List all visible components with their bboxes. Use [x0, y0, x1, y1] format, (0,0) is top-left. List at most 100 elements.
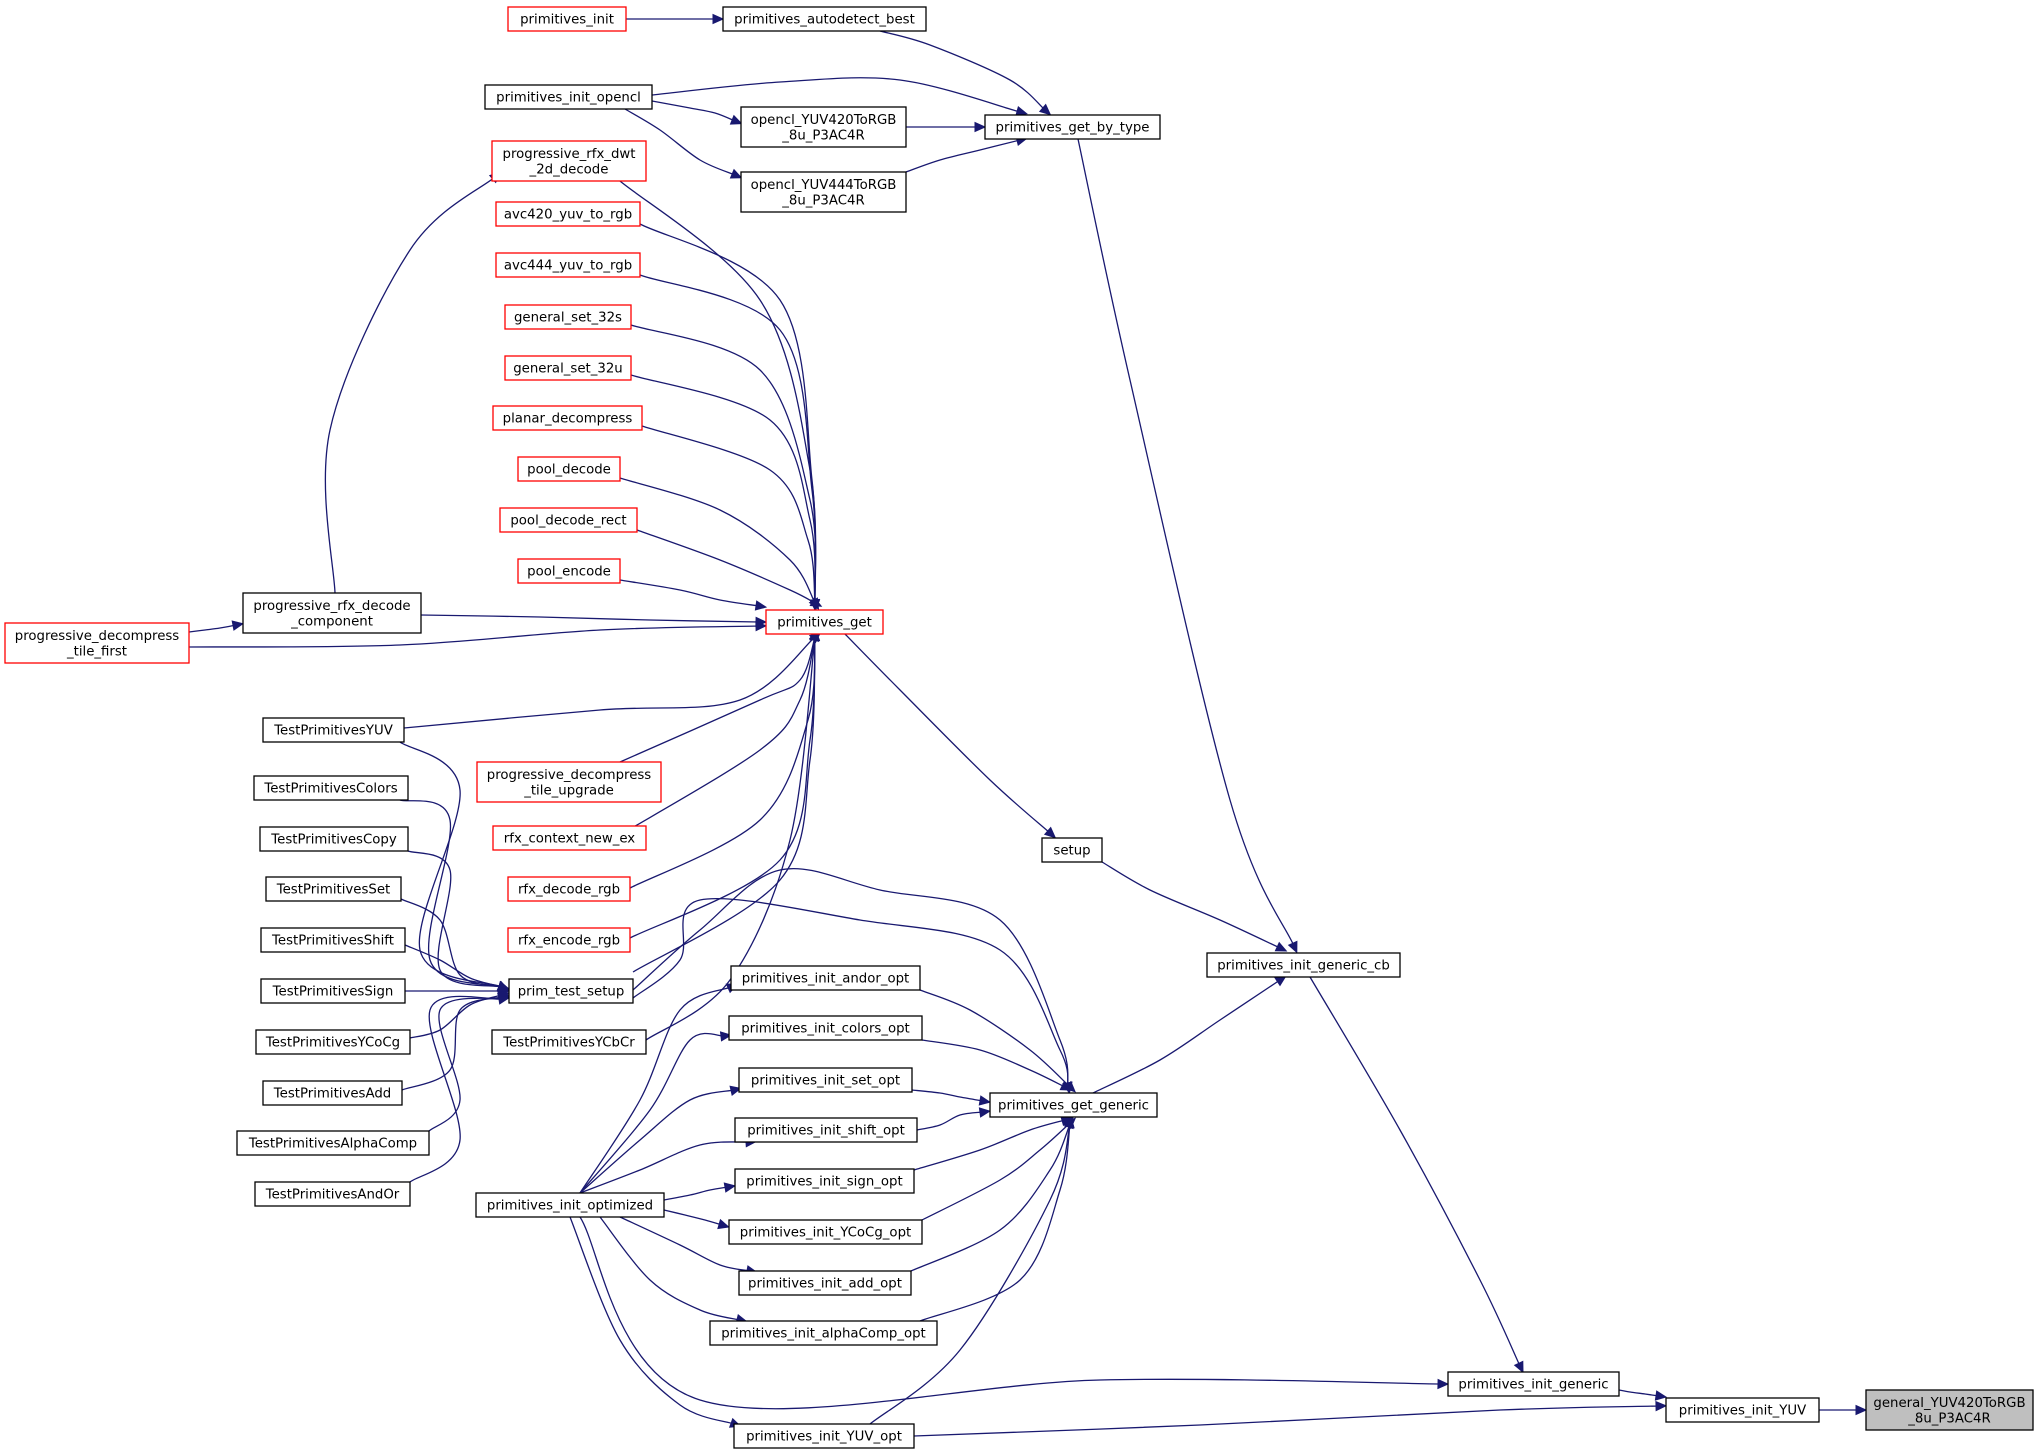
edge-rfx_context_new_ex-to-primitives_get	[619, 629, 820, 836]
node-primitives-init-opencl[interactable]: primitives_init_opencl	[484, 84, 653, 110]
edge-setup-to-primitives_init_generic_cb	[1101, 861, 1288, 952]
node-label: rfx_context_new_ex	[504, 832, 636, 847]
node-testprimitivesshift[interactable]: TestPrimitivesShift	[260, 927, 406, 953]
node-progressive-rfx-dwt-2d-decode[interactable]: progressive_rfx_dwt_2d_decode	[491, 140, 647, 182]
node-setup[interactable]: setup	[1041, 837, 1103, 863]
edge-line	[879, 30, 1046, 111]
edge-TestPrimitivesShift-to-prim_test_setup	[404, 944, 510, 992]
edge-progressive_decompress_tile_first-to-primitives_get	[188, 620, 768, 648]
node-primitives-get[interactable]: primitives_get	[765, 609, 884, 635]
edge-arrowhead	[723, 1182, 737, 1193]
edge-line	[651, 77, 1021, 113]
node-testprimitivesyuv[interactable]: TestPrimitivesYUV	[262, 717, 405, 743]
node-primitives-init-yuv[interactable]: primitives_init_YUV	[1665, 1397, 1820, 1423]
node-pool-decode-rect[interactable]: pool_decode_rect	[499, 507, 638, 533]
node-box	[484, 84, 653, 110]
edge-progressive_decompress_tile_first-to-progressive_rfx_decode_component	[188, 620, 245, 633]
node-progressive-decompress-tile-upgrade[interactable]: progressive_decompress_tile_upgrade	[476, 761, 662, 803]
node-box	[491, 1029, 647, 1055]
node-primitives-init-generic-cb[interactable]: primitives_init_generic_cb	[1206, 952, 1401, 978]
node-label: TestPrimitivesAdd	[273, 1087, 391, 1102]
edge-primitives_init_optimized-to-primitives_init_sign_opt	[663, 1182, 737, 1201]
node-box	[236, 1130, 430, 1156]
node-testprimitivescolors[interactable]: TestPrimitivesColors	[253, 775, 409, 801]
edge-line	[1309, 976, 1521, 1367]
edge-arrowhead	[1062, 1081, 1073, 1094]
node-testprimitivesycbcr[interactable]: TestPrimitivesYCbCr	[491, 1029, 647, 1055]
node-opencl-yuv420torgb-8u-p3ac4r[interactable]: opencl_YUV420ToRGB_8u_P3AC4R	[740, 106, 907, 148]
edge-line	[639, 223, 817, 604]
node-primitives-init-yuv-opt[interactable]: primitives_init_YUV_opt	[733, 1423, 915, 1449]
edge-line	[630, 374, 816, 604]
node-box	[1865, 1389, 2034, 1431]
node-testprimitivesandor[interactable]: TestPrimitivesAndOr	[254, 1181, 411, 1207]
edge-line	[921, 1122, 1071, 1221]
node-primitives-init-andor-opt[interactable]: primitives_init_andor_opt	[730, 965, 921, 991]
edge-line	[651, 100, 736, 122]
node-primitives-get-generic[interactable]: primitives_get_generic	[989, 1092, 1158, 1118]
node-primitives-init-sign-opt[interactable]: primitives_init_sign_opt	[734, 1168, 915, 1194]
node-general-set-32s[interactable]: general_set_32s	[504, 304, 632, 330]
node-testprimitivesset[interactable]: TestPrimitivesSet	[265, 876, 402, 902]
node-primitives-init-generic[interactable]: primitives_init_generic	[1447, 1371, 1620, 1397]
node-label: primitives_init	[520, 13, 614, 28]
node-testprimitivesadd[interactable]: TestPrimitivesAdd	[262, 1080, 403, 1106]
node-pool-encode[interactable]: pool_encode	[517, 558, 621, 584]
node-label: TestPrimitivesAlphaComp	[248, 1137, 417, 1152]
node-primitives-init-add-opt[interactable]: primitives_init_add_opt	[738, 1270, 912, 1296]
node-primitives-init-set-opt[interactable]: primitives_init_set_opt	[738, 1067, 913, 1093]
node-opencl-yuv444torgb-8u-p3ac4r[interactable]: opencl_YUV444ToRGB_8u_P3AC4R	[740, 171, 907, 213]
node-label: primitives_autodetect_best	[734, 13, 915, 28]
node-testprimitivesalphacomp[interactable]: TestPrimitivesAlphaComp	[236, 1130, 430, 1156]
node-box	[507, 927, 631, 953]
edge-arrowhead	[1513, 1360, 1524, 1374]
node-testprimitivescopy[interactable]: TestPrimitivesCopy	[259, 826, 409, 852]
node-box	[1206, 952, 1401, 978]
node-label: TestPrimitivesYCoCg	[265, 1036, 400, 1051]
node-progressive-decompress-tile-first[interactable]: progressive_decompress_tile_first	[4, 622, 190, 664]
edge-primitives_init_colors_opt-to-primitives_get_generic	[921, 1039, 1073, 1091]
edge-primitives_init_YUV-to-general_YUV420ToRGB_8u_P3AC4R	[1819, 1404, 1868, 1416]
node-box	[733, 1423, 915, 1449]
edge-arrowhead	[729, 168, 743, 179]
node-primitives-init-shift-opt[interactable]: primitives_init_shift_opt	[734, 1117, 918, 1143]
edge-arrowhead	[978, 1107, 992, 1118]
node-label: TestPrimitivesSet	[276, 883, 391, 898]
node-avc420-yuv-to-rgb[interactable]: avc420_yuv_to_rgb	[495, 201, 641, 227]
node-rfx-context-new-ex[interactable]: rfx_context_new_ex	[492, 825, 647, 851]
edge-TestPrimitivesColors-to-prim_test_setup	[399, 799, 510, 991]
node-label: planar_decompress	[503, 412, 633, 427]
edge-line	[403, 636, 816, 729]
node-label: TestPrimitivesColors	[263, 782, 397, 797]
node-label: pool_encode	[527, 565, 611, 580]
edge-primitives_init_YUV_opt-to-primitives_get_generic	[869, 1116, 1075, 1425]
node-box	[1665, 1397, 1820, 1423]
node-primitives-init-alphacomp-opt[interactable]: primitives_init_alphaComp_opt	[709, 1320, 938, 1346]
edge-line	[869, 1123, 1071, 1425]
edge-line	[1092, 979, 1281, 1094]
edge-primitives_init_set_opt-to-primitives_get_generic	[911, 1089, 992, 1106]
node-general-yuv420torgb-8u-p3ac4r[interactable]: general_YUV420ToRGB_8u_P3AC4R	[1865, 1389, 2034, 1431]
node-primitives-init-colors-opt[interactable]: primitives_init_colors_opt	[728, 1015, 923, 1041]
edge-arrowhead	[1287, 940, 1298, 954]
node-prim-test-setup[interactable]: prim_test_setup	[508, 978, 634, 1004]
node-testprimitivesycocg[interactable]: TestPrimitivesYCoCg	[255, 1029, 411, 1055]
node-label: primitives_get_generic	[998, 1099, 1149, 1114]
edge-primitives_init-to-primitives_autodetect_best	[626, 13, 725, 25]
node-pool-decode[interactable]: pool_decode	[517, 456, 621, 482]
node-box	[262, 717, 405, 743]
node-primitives-get-by-type[interactable]: primitives_get_by_type	[984, 114, 1161, 140]
node-primitives-init[interactable]: primitives_init	[507, 6, 627, 32]
node-primitives-init-ycocg-opt[interactable]: primitives_init_YCoCg_opt	[728, 1219, 923, 1245]
node-progressive-rfx-decode-component[interactable]: progressive_rfx_decode_component	[242, 592, 422, 634]
node-planar-decompress[interactable]: planar_decompress	[492, 405, 643, 431]
node-rfx-encode-rgb[interactable]: rfx_encode_rgb	[507, 927, 631, 953]
node-label: primitives_init_opencl	[496, 91, 641, 106]
node-testprimitivessign[interactable]: TestPrimitivesSign	[260, 978, 406, 1004]
node-avc444-yuv-to-rgb[interactable]: avc444_yuv_to_rgb	[495, 252, 641, 278]
edge-line	[919, 989, 1071, 1088]
node-primitives-autodetect-best[interactable]: primitives_autodetect_best	[722, 6, 927, 32]
node-general-set-32u[interactable]: general_set_32u	[504, 355, 632, 381]
node-rfx-decode-rgb[interactable]: rfx_decode_rgb	[507, 876, 631, 902]
node-primitives-init-optimized[interactable]: primitives_init_optimized	[475, 1192, 665, 1218]
